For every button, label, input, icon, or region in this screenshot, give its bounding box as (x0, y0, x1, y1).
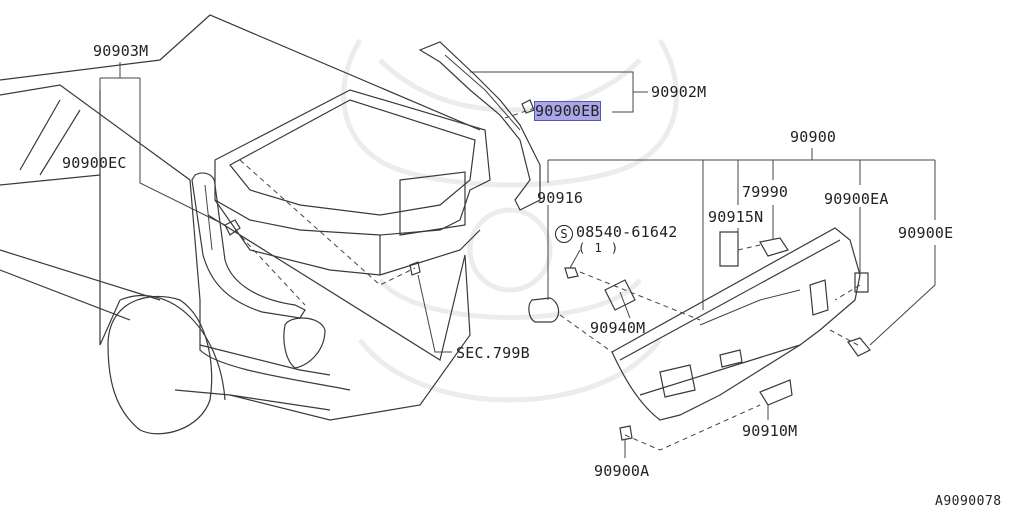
label-screw-qty: ( 1 ) (578, 241, 620, 255)
label-79990: 79990 (742, 183, 789, 201)
screw-symbol: S (555, 225, 573, 243)
label-90916: 90916 (537, 189, 584, 207)
label-90902M: 90902M (651, 83, 707, 101)
label-90900: 90900 (790, 128, 837, 146)
label-90900E: 90900E (898, 224, 954, 242)
label-90903M: 90903M (93, 42, 149, 60)
label-screw-code: 08540-61642 (576, 223, 678, 241)
lower-trim-panel-90900 (611, 227, 861, 421)
label-90915N: 90915N (708, 208, 764, 226)
label-90910M: 90910M (742, 422, 798, 440)
label-90900A: 90900A (594, 462, 650, 480)
label-90900EC: 90900EC (62, 154, 127, 172)
assembly-lines (234, 107, 861, 451)
label-90900EA: 90900EA (824, 190, 889, 208)
figure-id: A9090078 (935, 494, 1002, 509)
label-90940M: 90940M (590, 319, 646, 337)
watermark-emblem (341, 38, 679, 403)
label-sec799B: SEC.799B (456, 344, 530, 362)
side-trim-90903M (191, 172, 306, 319)
label-90900EB-highlighted[interactable]: 90900EB (534, 101, 601, 121)
leader-lines (99, 62, 936, 458)
vehicle-body (0, 14, 481, 435)
clip-parts (224, 99, 871, 441)
hatch-door (214, 89, 491, 276)
